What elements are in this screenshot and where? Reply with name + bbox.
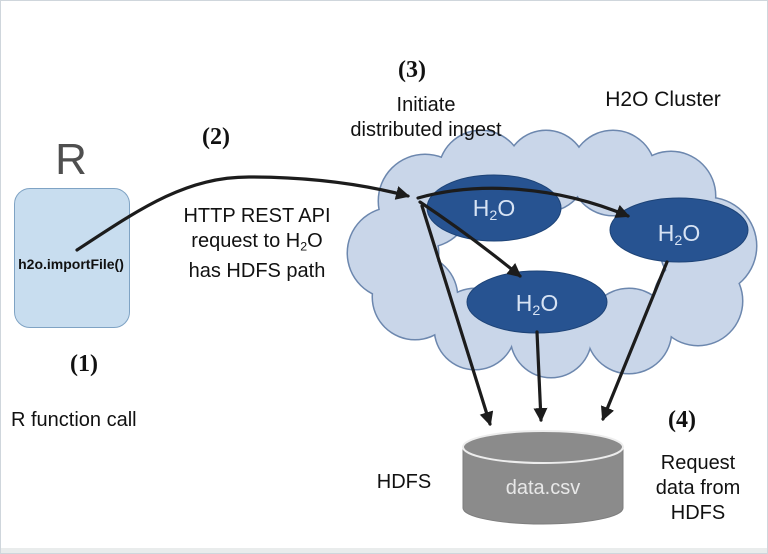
http-request-label: HTTP REST API request to H2O has HDFS pa… xyxy=(152,204,362,284)
request-data-line1: Request xyxy=(660,452,736,474)
datafile-label: data.csv xyxy=(505,477,581,499)
h2o-node-2-label: H2O xyxy=(657,220,701,249)
step1-number: (1) xyxy=(70,351,98,377)
h2o-node-3-label: H2O xyxy=(515,290,559,319)
initiate-ingest-label: Initiate distributed ingest xyxy=(321,93,531,143)
request-data-line3: HDFS xyxy=(670,502,726,524)
arrow-junction-to-hdfs xyxy=(420,204,494,427)
request-data-label: Request data from HDFS xyxy=(618,451,767,526)
hdfs-label: HDFS xyxy=(376,471,432,493)
step3-number: (3) xyxy=(398,57,426,83)
hdfs-cylinder-top xyxy=(462,430,624,464)
request-data-line2: data from xyxy=(655,477,741,499)
initiate-ingest-line2: distributed ingest xyxy=(350,119,502,141)
http-request-line1: HTTP REST API xyxy=(183,205,331,227)
h2o-node-1-label: H2O xyxy=(472,195,516,224)
bottom-border-strip xyxy=(1,548,767,553)
step2-number: (2) xyxy=(202,124,230,150)
step4-number: (4) xyxy=(668,407,696,433)
initiate-ingest-line1: Initiate xyxy=(396,94,456,116)
r-logo: R xyxy=(55,135,87,184)
step1-label: R function call xyxy=(11,409,137,431)
arrow-node2-to-hdfs xyxy=(600,260,669,421)
arrow-node3-to-hdfs xyxy=(533,330,548,423)
http-request-line2: request to H2O xyxy=(191,230,323,254)
http-request-line3: has HDFS path xyxy=(188,260,326,283)
r-function-label: h2o.importFile() xyxy=(18,256,124,272)
cluster-label: H2O Cluster xyxy=(605,88,721,111)
